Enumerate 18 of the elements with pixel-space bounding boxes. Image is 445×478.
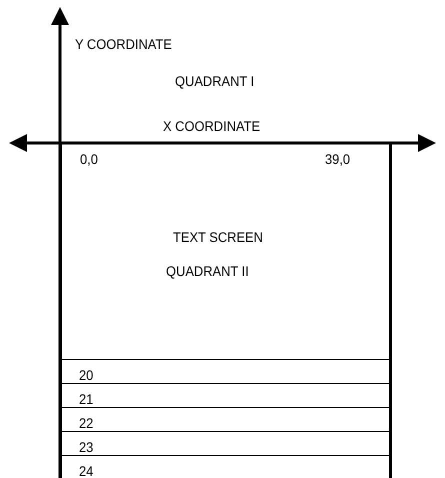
- screen-line-row: [62, 383, 389, 407]
- screen-title: TEXT SCREEN: [173, 229, 263, 245]
- line-number: 22: [79, 415, 94, 431]
- axis-label: 39,0: [325, 151, 350, 167]
- line-number: 20: [79, 367, 94, 383]
- line-number: 23: [79, 439, 94, 455]
- screen-line-row: [62, 455, 389, 478]
- screen-line-row: [62, 359, 389, 383]
- axis-label: 0,0: [80, 151, 98, 167]
- line-number: 24: [79, 463, 94, 478]
- line-number: 21: [79, 391, 94, 407]
- axis-label: X COORDINATE: [163, 118, 260, 134]
- text-screen-frame: [59, 143, 392, 478]
- axis-label: Y COORDINATE: [75, 36, 172, 52]
- screen-line-row: [62, 407, 389, 431]
- axis-label: QUADRANT I: [175, 73, 254, 89]
- screen-line-row: [62, 431, 389, 455]
- screen-title: QUADRANT II: [166, 263, 249, 279]
